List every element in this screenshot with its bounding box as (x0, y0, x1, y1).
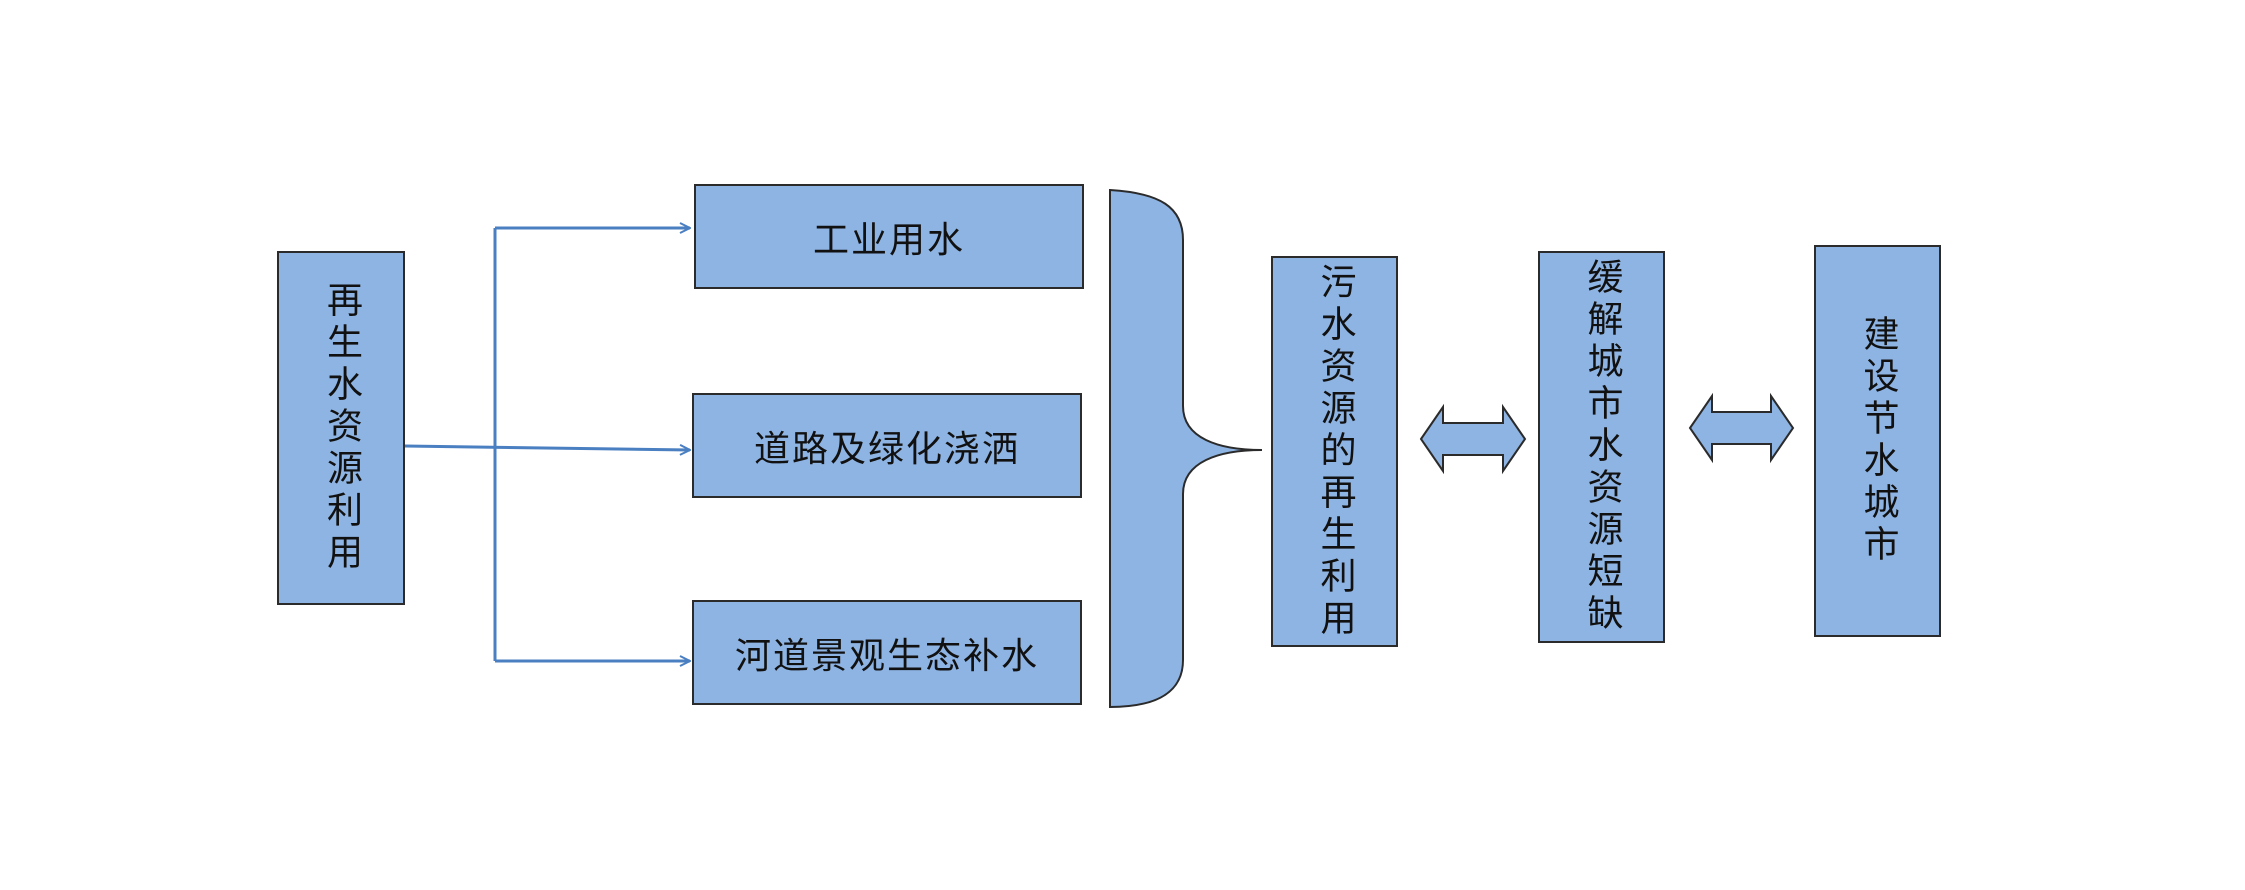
use-label-road-greening: 道路及绿化浇洒 (753, 428, 1020, 470)
use-box-river-landscape: 河道景观生态补水 (692, 600, 1082, 705)
use-label-river-landscape: 河道景观生态补水 (734, 635, 1039, 677)
use-box-industrial: 工业用水 (694, 184, 1084, 289)
arrow-to-road-greening (404, 446, 690, 450)
double-arrow-1 (1419, 403, 1527, 475)
branch-connectors (404, 228, 690, 661)
goal-box: 建设节水城市 (1814, 245, 1941, 637)
reuse-label: 污水资源的再生利用 (1314, 262, 1356, 641)
shortage-label: 缓解城市水资源短缺 (1581, 258, 1623, 636)
right-brace-shape (1109, 188, 1263, 709)
use-box-road-greening: 道路及绿化浇洒 (692, 393, 1082, 498)
source-box: 再生水资源利用 (277, 251, 405, 605)
source-label: 再生水资源利用 (321, 281, 362, 575)
reuse-box: 污水资源的再生利用 (1271, 256, 1398, 647)
shortage-box: 缓解城市水资源短缺 (1538, 251, 1665, 643)
goal-label: 建设节水城市 (1857, 315, 1899, 567)
use-label-industrial: 工业用水 (812, 219, 965, 261)
double-arrow-2 (1688, 392, 1795, 464)
